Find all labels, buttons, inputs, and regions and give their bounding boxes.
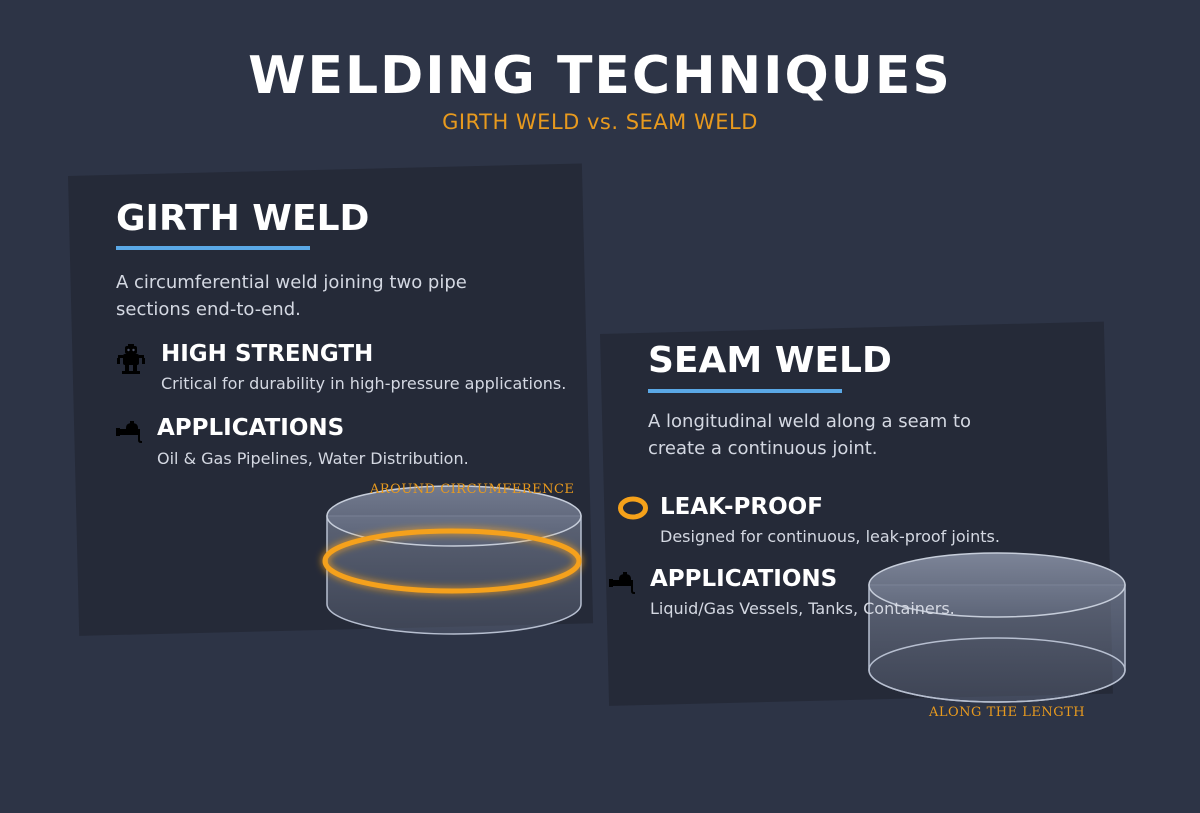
girth-weld-underline	[116, 246, 310, 250]
ring-icon	[617, 495, 649, 526]
seam-feature-title-leakproof: LEAK-PROOF	[660, 494, 823, 520]
girth-feature-title-applications: APPLICATIONS	[157, 415, 345, 441]
seam-weld-underline	[648, 389, 842, 393]
girth-weld-ring	[322, 528, 582, 594]
seam-annotation: ALONG THE LENGTH	[929, 705, 1086, 720]
pipe-valve-icon	[609, 572, 639, 599]
robot-icon	[116, 344, 146, 379]
page-title: WELDING TECHNIQUES	[248, 46, 952, 106]
girth-weld-heading: GIRTH WELD	[116, 198, 370, 239]
girth-cylinder	[326, 485, 582, 635]
girth-weld-description: A circumferential weld joining two pipe …	[116, 272, 467, 320]
seam-cylinder	[868, 552, 1126, 703]
seam-feature-text-leakproof: Designed for continuous, leak-proof join…	[660, 527, 1000, 546]
seam-feature-text-applications: Liquid/Gas Vessels, Tanks, Containers.	[650, 599, 955, 618]
girth-annotation: AROUND CIRCUMFERENCE	[370, 482, 575, 497]
girth-feature-text-applications: Oil & Gas Pipelines, Water Distribution.	[157, 449, 469, 468]
pipe-valve-icon	[116, 421, 146, 448]
girth-feature-text-strength: Critical for durability in high-pressure…	[161, 374, 567, 393]
seam-weld-heading: SEAM WELD	[648, 340, 892, 381]
page-subtitle: GIRTH WELD vs. SEAM WELD	[442, 110, 758, 134]
girth-feature-title-strength: HIGH STRENGTH	[161, 341, 374, 367]
seam-feature-title-applications: APPLICATIONS	[650, 566, 838, 592]
seam-weld-description: A longitudinal weld along a seam to crea…	[648, 411, 972, 459]
